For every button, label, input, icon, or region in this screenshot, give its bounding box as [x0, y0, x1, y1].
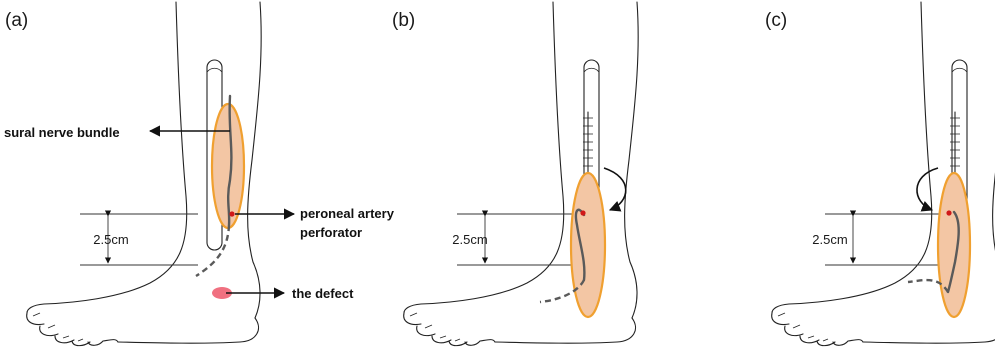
perforator-annotation-line1: peroneal artery	[300, 206, 395, 221]
panel-label-b: (b)	[392, 10, 415, 31]
nerve-annotation: sural nerve bundle	[4, 125, 120, 140]
rotation-arrow-c	[917, 168, 938, 210]
panel-b: (b) 2.5cm	[392, 2, 638, 346]
perforator-dot-b	[580, 210, 585, 215]
panel-a: (a) 2.5cm sural nerve bundle peroneal ar…	[4, 2, 395, 346]
dimension-label-a: 2.5cm	[93, 232, 128, 247]
perforator-dot-c	[946, 210, 951, 215]
defect-annotation: the defect	[292, 286, 354, 301]
flap-c	[938, 173, 970, 317]
panel-label-c: (c)	[765, 10, 787, 31]
perforator-annotation-line2: perforator	[300, 225, 362, 240]
panel-label-a: (a)	[5, 10, 28, 31]
rotation-arrow-b	[604, 168, 626, 210]
flap-b	[571, 173, 605, 317]
dimension-label-b: 2.5cm	[452, 232, 487, 247]
leg-outline-b	[404, 2, 638, 346]
perforator-dot-a	[229, 211, 234, 216]
dimension-label-c: 2.5cm	[812, 232, 847, 247]
panel-c: (c) 2.5cm	[765, 2, 995, 346]
